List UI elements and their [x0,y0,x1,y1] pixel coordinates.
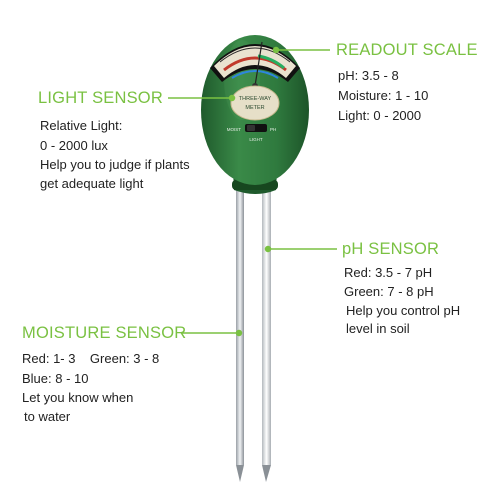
moisture-sensor-heading: MOISTURE SENSOR [22,324,187,342]
readout-line-ph: pH: 3.5 - 8 [338,68,399,83]
probes [236,180,271,482]
ph-line-4: level in soil [346,321,410,336]
readout-line-moisture: Moisture: 1 - 10 [338,88,429,103]
light-line-2: 0 - 2000 lux [40,138,108,153]
ph-line-1: Red: 3.5 - 7 pH [344,265,433,280]
moisture-line-4: to water [24,409,71,424]
light-line-1: Relative Light: [40,118,123,133]
light-sensor-heading: LIGHT SENSOR [38,89,163,107]
light-line-4: get adequate light [40,176,144,191]
callout-connectors [168,46,337,337]
ph-line-2: Green: 7 - 8 pH [344,284,434,299]
mode-switch[interactable] [245,124,267,132]
ph-probe-tip [262,465,271,482]
switch-label-ph: PH [270,127,276,132]
ph-sensor-heading: pH SENSOR [342,240,440,258]
moisture-line-3: Let you know when [22,390,134,405]
readout-line-light: Light: 0 - 2000 [338,108,422,123]
brand-text-line1: THREE-WAY [239,96,272,102]
ph-line-3: Help you control pH [346,303,461,318]
ph-probe [262,180,271,465]
brand-text-line2: METER [245,105,264,111]
moisture-line-1: Red: 1- 3 Green: 3 - 8 [22,351,160,366]
switch-label-moist: MOIST [227,127,242,132]
readout-dial [210,41,300,89]
light-line-3: Help you to judge if plants [40,157,190,172]
readout-scale-heading: READOUT SCALE [336,41,478,59]
moisture-probe [236,180,244,465]
brand-plate [230,85,280,121]
moisture-line-2: Blue: 8 - 10 [22,371,89,386]
switch-label-light: LIGHT [249,137,263,142]
moisture-probe-tip [236,465,244,482]
